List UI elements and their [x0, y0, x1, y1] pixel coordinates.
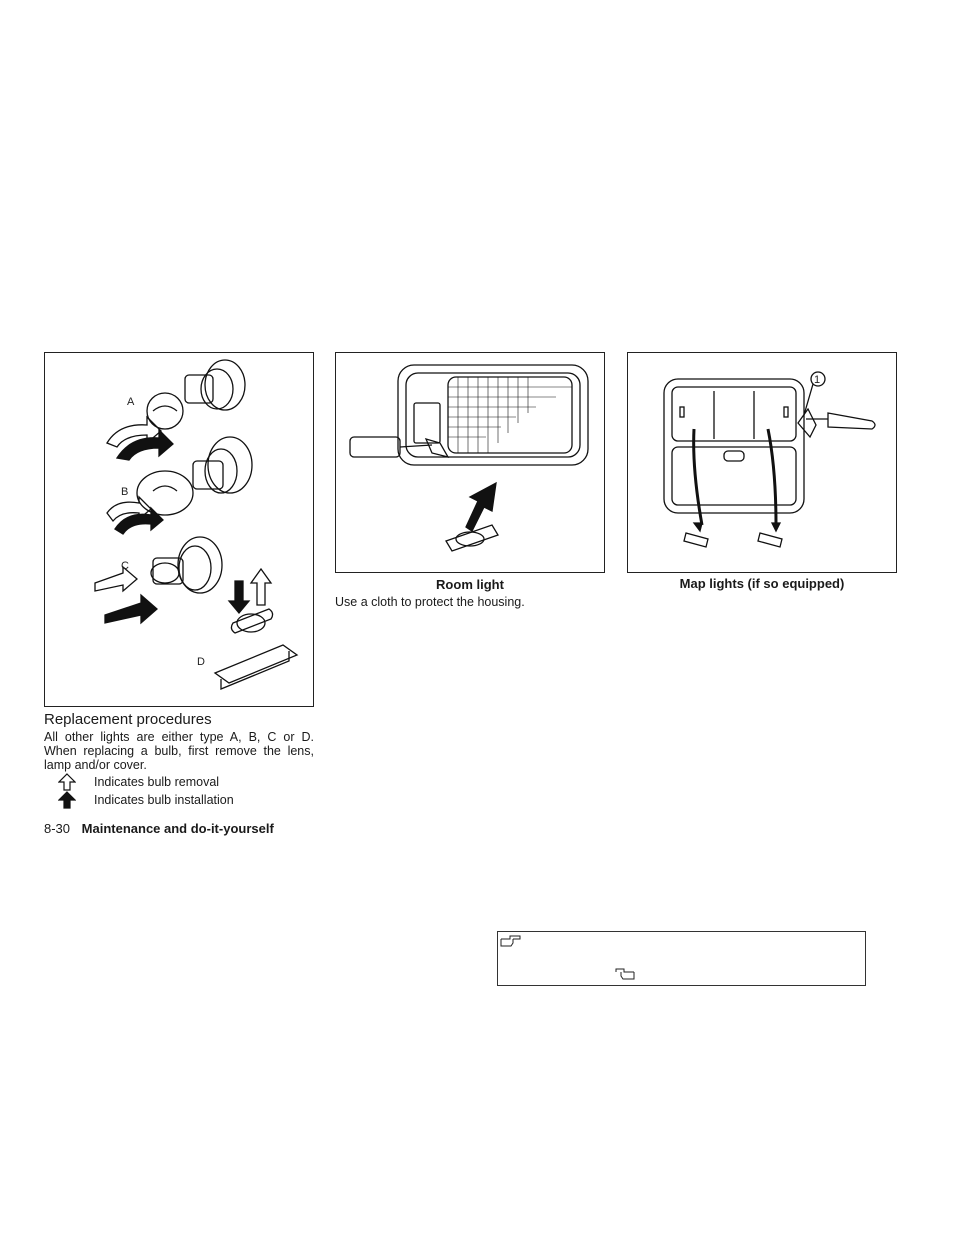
section-name: Maintenance and do-it-yourself	[81, 821, 274, 836]
bulb-label-d: D	[197, 656, 205, 668]
room-light-caption: Room light	[436, 577, 504, 592]
replacement-heading: Replacement procedures	[44, 711, 212, 728]
map-lights-illustration: 1	[663, 371, 876, 548]
map-light-callout-1: 1	[814, 374, 820, 386]
bulb-types-figure: A B C D	[44, 352, 314, 707]
map-lights-figure: 1	[627, 352, 897, 573]
legend-installation-text: Indicates bulb installation	[94, 793, 234, 807]
legend-removal: Indicates bulb removal	[44, 773, 314, 791]
page-footer: 8-30 Maintenance and do-it-yourself	[44, 821, 274, 836]
legend-installation: Indicates bulb installation	[44, 791, 314, 809]
pointing-hand-icon	[615, 968, 635, 980]
room-light-note: Use a cloth to protect the housing.	[335, 595, 525, 609]
bulb-label-a: A	[127, 396, 135, 408]
bulb-types-illustration: A B C D	[94, 359, 299, 690]
replacement-body: All other lights are either type A, B, C…	[44, 730, 314, 772]
reference-box	[497, 931, 866, 986]
legend-removal-text: Indicates bulb removal	[94, 775, 220, 789]
room-light-illustration	[349, 364, 589, 552]
page-number: 8-30	[44, 821, 71, 836]
bulb-label-c: C	[121, 560, 129, 572]
map-lights-caption: Map lights (if so equipped)	[679, 576, 845, 591]
pointing-hand-icon	[500, 935, 521, 947]
room-light-figure	[335, 352, 605, 573]
bulb-label-b: B	[121, 486, 128, 498]
hollow-up-arrow-icon	[58, 773, 76, 791]
solid-up-arrow-icon	[58, 791, 76, 809]
